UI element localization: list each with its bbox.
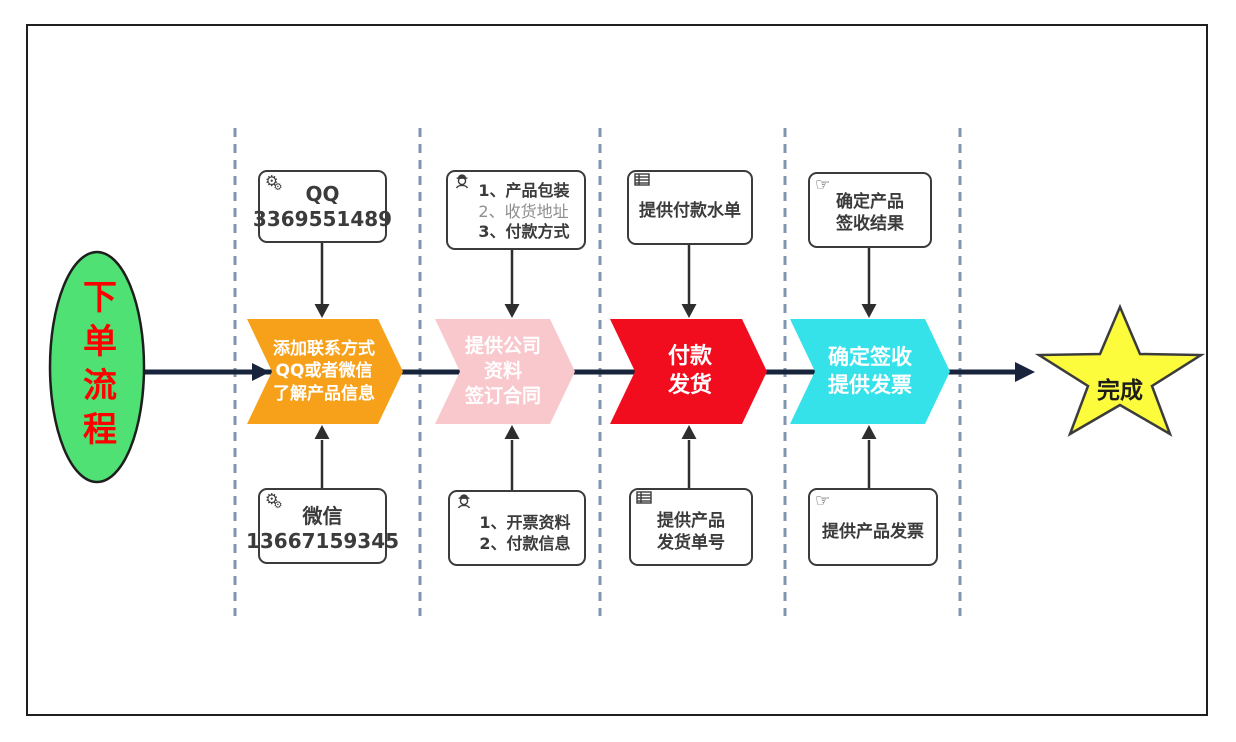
step-label-line: 付款	[667, 343, 712, 369]
start-label: 下单流程	[76, 279, 117, 455]
step-chevron-1	[247, 319, 403, 424]
note-line: 微信	[302, 504, 343, 528]
connector-arrowhead-up	[861, 425, 877, 439]
step-label-1: 添加联系方式 QQ或者微信 了解产品信息	[258, 319, 390, 424]
connector-arrowhead-down	[504, 304, 520, 318]
step-label-line: 了解产品信息	[273, 383, 375, 404]
end-star	[1034, 303, 1206, 437]
note-box-product-invoice: ☞ 提供产品发票	[808, 488, 938, 566]
step-label-line: 提供公司	[464, 335, 541, 358]
step-label-line: 确定签收	[828, 345, 912, 370]
end-label: 完成	[1097, 378, 1143, 404]
gears-icon: ⚙⚙	[265, 172, 283, 193]
step-label-line: 签订合同	[464, 384, 541, 407]
step-chevron-2	[435, 319, 575, 424]
connector-arrowhead-down	[861, 304, 877, 318]
note-line: 发货单号	[657, 533, 725, 553]
worker-icon	[453, 173, 471, 192]
note-line: 1、开票资料	[479, 513, 571, 533]
note-box-order-info: 1、产品包装 2、收货地址 3、付款方式	[446, 170, 586, 250]
connector-arrowhead-down	[314, 304, 330, 318]
step-chevron-3	[610, 319, 767, 424]
hand-icon: ☞	[815, 491, 831, 511]
table-icon	[636, 491, 652, 507]
start-ellipse	[48, 250, 146, 484]
diagram-border	[26, 24, 1208, 716]
note-line: QQ	[305, 181, 340, 206]
note-line: 提供产品发票	[822, 521, 924, 542]
flow-arrowhead	[252, 363, 270, 381]
note-line: 13667159345	[245, 529, 400, 553]
connector-arrowhead-up	[681, 425, 697, 439]
step-label-line: 添加联系方式	[273, 339, 375, 360]
worker-icon	[455, 493, 473, 512]
note-line: 3、付款方式	[478, 222, 570, 242]
note-box-invoice-info: 1、开票资料 2、付款信息	[448, 490, 586, 566]
note-line: 提供产品	[657, 510, 725, 531]
gears-icon: ⚙⚙	[265, 490, 283, 511]
step-label-line: QQ或者微信	[275, 361, 373, 382]
note-line: 2、付款信息	[479, 534, 571, 553]
note-box-sign-result: ☞ 确定产品 签收结果	[808, 172, 932, 248]
flow-arrowhead	[1015, 362, 1035, 382]
note-line: 提供付款水单	[639, 201, 741, 222]
note-box-wechat: ⚙⚙ 微信 13667159345	[246, 488, 399, 564]
connector-arrowhead-up	[504, 425, 520, 439]
step-label-4: 确定签收 提供发票	[800, 319, 940, 424]
step-label-line: 资料	[483, 360, 522, 383]
step-label-2: 提供公司 资料 签订合同	[443, 319, 563, 424]
note-box-qq: ⚙⚙ QQ 3369551489	[253, 170, 392, 243]
step-label-line: 发货	[667, 372, 712, 398]
step-label-3: 付款 发货	[625, 319, 755, 424]
connector-arrowhead-down	[681, 304, 697, 318]
note-box-shipping-number: 提供产品 发货单号	[629, 488, 753, 566]
note-line: 3369551489	[252, 206, 393, 231]
note-line: 2、收货地址	[478, 201, 569, 221]
connector-arrowhead-up	[314, 425, 330, 439]
note-box-payment-slip: 提供付款水单	[627, 170, 753, 245]
step-label-line: 提供发票	[828, 372, 912, 397]
table-icon	[634, 173, 650, 189]
note-line: 确定产品	[836, 191, 904, 212]
hand-icon: ☞	[815, 175, 831, 195]
note-line: 1、产品包装	[478, 180, 570, 200]
note-line: 签收结果	[836, 214, 904, 234]
step-chevron-4	[790, 319, 950, 424]
